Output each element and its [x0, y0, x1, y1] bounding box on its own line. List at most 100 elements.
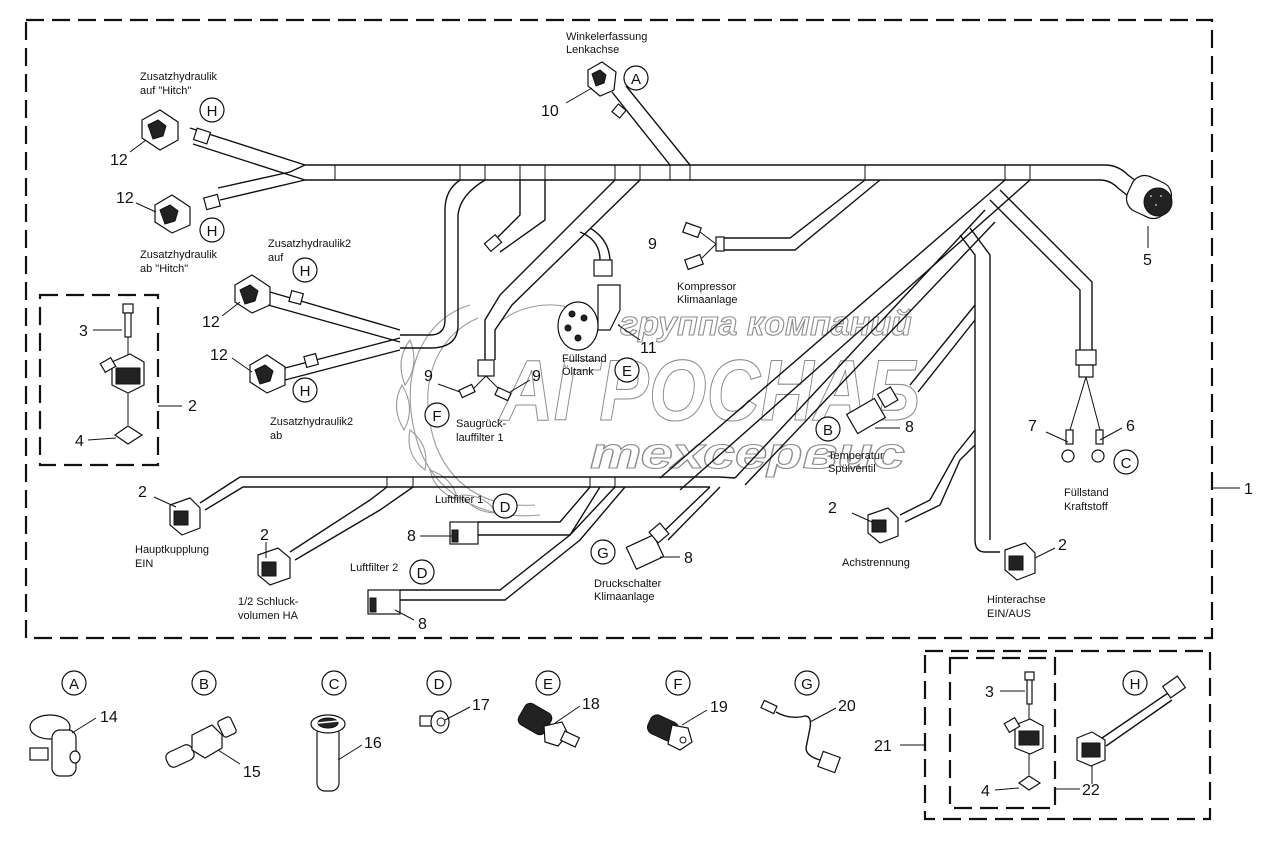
label-zh-hitch-auf-2: auf "Hitch"	[140, 85, 191, 97]
oil-level-sensor-icon	[517, 702, 581, 748]
pressure-switch-with-lead-icon	[760, 699, 841, 774]
callout-8-luftfilter2: 8	[418, 616, 427, 633]
ring-terminals-6-7	[1061, 429, 1105, 463]
label-druckschalter-1: Druckschalter	[594, 578, 662, 590]
label-zh2-ab-1: Zusatzhydraulik2	[270, 416, 353, 428]
label-zh-hitch-ab-1: Zusatzhydraulik	[140, 249, 218, 261]
solenoid-plug-icon	[99, 353, 145, 425]
callout-9-kompressor: 9	[648, 236, 657, 253]
connector-8-druckschalter	[625, 522, 670, 571]
callout-22: 22	[1082, 782, 1100, 799]
callout-10: 10	[541, 103, 559, 120]
watermark: группа компаний АГРОСНАБ техсервис	[395, 304, 921, 517]
solenoid-plug-icon-kit21	[1003, 716, 1044, 775]
connector-9-saugrueck	[458, 359, 512, 402]
solenoid-connector-schluck	[257, 547, 291, 586]
callout-2-hinterachse: 2	[1058, 537, 1067, 554]
label-saugrueck-1: Saugrück-	[456, 418, 506, 430]
connector-8-luftfilter1	[449, 521, 479, 545]
callout-7: 7	[1028, 418, 1037, 435]
callout-4-kit21: 4	[981, 783, 990, 800]
callout-17: 17	[472, 697, 490, 714]
ref-C-main: C	[1121, 455, 1132, 472]
label-zh-hitch-ab-2: ab "Hitch"	[140, 263, 188, 275]
assembly-boundary	[24, 18, 1214, 640]
label-saugrueck-2: lauffilter 1	[456, 432, 504, 444]
label-temperatur-2: Spülventil	[828, 463, 876, 475]
label-hinterachse-2: EIN/AUS	[987, 608, 1031, 620]
connector-8-luftfilter2	[367, 589, 401, 615]
ref-H-zh2-auf: H	[300, 263, 311, 280]
label-fuellstand-kraft-2: Kraftstoff	[1064, 501, 1109, 513]
label-fuellstand-oel-1: Füllstand	[562, 353, 607, 365]
callout-2-hauptkupplung: 2	[138, 484, 147, 501]
label-temperatur-1: Temperatur	[828, 450, 884, 462]
callout-3-kit21: 3	[985, 684, 994, 701]
connector-8-temperatur	[845, 386, 899, 435]
watermark-line1: группа компаний	[620, 305, 912, 343]
callout-2-achstrennung: 2	[828, 500, 837, 517]
kit-21-boundary	[923, 649, 1212, 821]
ref-H-hitch-ab: H	[207, 223, 218, 240]
label-kompressor-1: Kompressor	[677, 281, 737, 293]
ref-D-detail: D	[434, 676, 445, 693]
ref-F-detail: F	[673, 676, 682, 693]
kit-2-boundary	[38, 293, 160, 467]
label-zh2-auf-1: Zusatzhydraulik2	[268, 238, 351, 250]
connector-12-hitch-auf	[141, 109, 212, 151]
callout-8-druckschalter: 8	[684, 550, 693, 567]
air-filter-switch-icon	[419, 710, 450, 734]
gasket-icon-kit21	[1017, 775, 1042, 791]
ref-H-hitch-auf: H	[207, 103, 218, 120]
callout-11: 11	[640, 340, 657, 357]
label-schluck-1: 1/2 Schluck-	[238, 596, 299, 608]
connector-12-zh2-auf	[234, 274, 401, 343]
harness-trunk	[189, 85, 1141, 553]
solenoid-connector-hauptkupplung	[169, 497, 201, 536]
angle-sensor-icon	[29, 714, 81, 777]
ref-A-main: A	[631, 71, 641, 88]
callout-3-kit: 3	[79, 323, 88, 340]
detail-parts-row: A 14 B 15 C 16 D	[29, 649, 1212, 821]
callout-12-a: 12	[110, 152, 128, 169]
plug-with-lead-icon	[1076, 675, 1187, 784]
callout-8-temperatur: 8	[905, 419, 914, 436]
callout-1: 1	[1244, 481, 1253, 498]
callout-21: 21	[874, 738, 892, 755]
label-achstrennung: Achstrennung	[842, 557, 910, 569]
kit-22-boundary	[948, 656, 1057, 810]
label-fuellstand-kraft-1: Füllstand	[1064, 487, 1109, 499]
label-schluck-2: volumen HA	[238, 610, 299, 622]
label-winkel-1: Winkelerfassung	[566, 31, 647, 43]
ref-A-detail: A	[69, 676, 79, 693]
label-winkel-2: Lenkachse	[566, 44, 619, 56]
ref-B-detail: B	[199, 676, 209, 693]
callout-12-b: 12	[116, 190, 134, 207]
solenoid-connector-achstrennung	[867, 507, 899, 544]
label-zh-hitch-auf-1: Zusatzhydraulik	[140, 71, 218, 83]
bolt-icon-kit21	[1024, 671, 1035, 724]
reference-circles	[199, 65, 1139, 585]
harness-lower-trunk	[199, 476, 736, 601]
location-labels: Winkelerfassung Lenkachse Zusatzhydrauli…	[135, 31, 1109, 622]
callouts-main: 10 12 12 12 12 5 9 11 9 9 8 7 6 2 3 4 2 …	[75, 87, 1152, 633]
ref-H-detail: H	[1130, 676, 1141, 693]
temperature-sensor-icon	[165, 716, 237, 768]
ref-E-detail: E	[543, 676, 553, 693]
connector-10-winkelerfassung	[587, 61, 627, 119]
watermark-line3: техсервис	[590, 429, 905, 478]
label-fuellstand-oel-2: Öltank	[562, 366, 594, 378]
ref-G-main: G	[597, 545, 609, 562]
watermark-line2: АГРОСНАБ	[498, 343, 920, 439]
callout-20: 20	[838, 698, 856, 715]
callout-19: 19	[710, 699, 728, 716]
callout-14: 14	[100, 709, 118, 726]
callout-6: 6	[1126, 418, 1135, 435]
ref-D-luftfilter2: D	[417, 565, 428, 582]
label-hinterachse-1: Hinterachse	[987, 594, 1046, 606]
label-luftfilter1: Luftfilter 1	[435, 494, 483, 506]
connector-12-hitch-ab	[154, 193, 222, 234]
callout-9-saug-right: 9	[532, 368, 541, 385]
ref-G-detail: G	[801, 676, 813, 693]
